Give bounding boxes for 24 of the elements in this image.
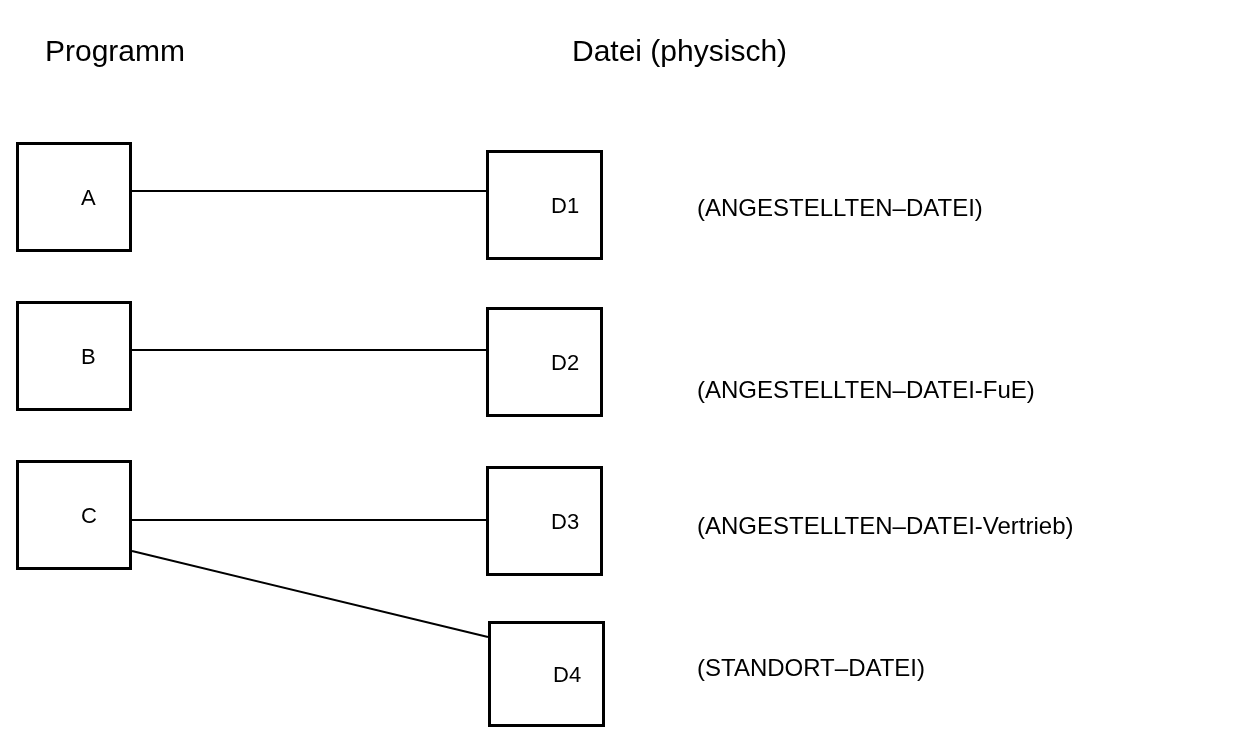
box-label: D2 <box>551 348 580 377</box>
file-name-caption: (ANGESTELLTEN–DATEI-FuE) <box>697 375 1035 405</box>
file-name-caption: (STANDORT–DATEI) <box>697 653 925 683</box>
box-label: D3 <box>551 507 580 536</box>
box-label: C <box>81 501 97 530</box>
file-name-caption: (ANGESTELLTEN–DATEI) <box>697 193 983 223</box>
box-label: A <box>81 183 96 212</box>
file-box <box>486 466 603 576</box>
box-label: D1 <box>551 191 580 220</box>
connector-line <box>131 550 489 638</box>
column-heading: Datei (physisch) <box>572 33 788 69</box>
connector-line <box>131 349 487 351</box>
program-box <box>16 460 132 570</box>
connector-line <box>131 190 487 192</box>
connector-line <box>131 519 487 521</box>
box-label: B <box>81 342 96 371</box>
program-box <box>16 301 132 411</box>
file-box <box>486 150 603 260</box>
program-box <box>16 142 132 252</box>
column-heading: Programm <box>45 33 186 69</box>
box-label: D4 <box>553 660 582 689</box>
file-box <box>486 307 603 417</box>
file-name-caption: (ANGESTELLTEN–DATEI-Vertrieb) <box>697 511 1074 541</box>
file-box <box>488 621 605 727</box>
